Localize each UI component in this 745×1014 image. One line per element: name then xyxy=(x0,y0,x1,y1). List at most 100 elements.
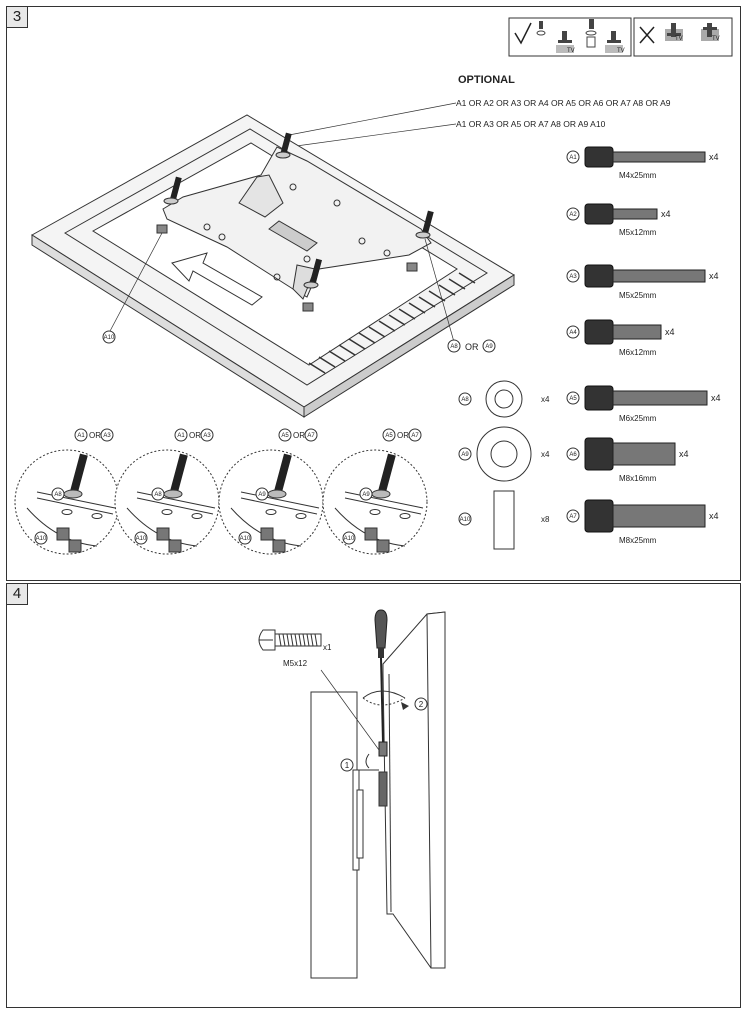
part-code-badge xyxy=(174,428,188,442)
marker-1: 1 xyxy=(345,761,350,770)
part-code: A5 xyxy=(385,433,393,439)
part-code-badge xyxy=(566,391,580,405)
part-code: A3 xyxy=(103,433,111,439)
bolt-size: M5x25mm xyxy=(619,291,657,300)
part-code: A1 xyxy=(77,433,85,439)
bolt-qty: x4 xyxy=(679,449,689,459)
detail-or: OR xyxy=(189,431,201,440)
plate-hole xyxy=(295,513,307,519)
part-code-badge xyxy=(151,487,165,501)
bolt-thread xyxy=(612,504,706,528)
bolt-size: M6x12mm xyxy=(619,348,657,357)
bolt-head xyxy=(584,264,614,288)
plate-edge xyxy=(36,491,116,515)
callout-a9: A9 xyxy=(485,344,493,350)
bolt-qty: x4 xyxy=(709,271,719,281)
detail-spacer xyxy=(56,527,70,541)
part-code: A3 xyxy=(569,274,577,280)
part-code: A6 xyxy=(569,452,577,458)
code-row-2: A1 OR A3 OR A5 OR A7 A8 OR A9 A10 xyxy=(456,119,606,129)
bolt-thread xyxy=(612,390,708,406)
bolt-thread xyxy=(612,324,662,340)
part-code-badge xyxy=(458,512,472,526)
step-number: 3 xyxy=(7,7,28,28)
part-code-badge xyxy=(566,269,580,283)
wall-bracket xyxy=(310,691,379,979)
screwdriver-icon xyxy=(320,609,409,769)
bolt-size: M6x25mm xyxy=(619,414,657,423)
detail-bolt xyxy=(274,453,292,493)
bolt-thread xyxy=(612,208,658,220)
tv-label: TV xyxy=(567,48,575,54)
part-code: A10 xyxy=(240,536,251,542)
screw-qty: x1 xyxy=(323,643,332,652)
tv-label: TV xyxy=(617,48,625,54)
bolt-head xyxy=(584,499,614,533)
part-code-badge xyxy=(34,531,48,545)
marker-2: 2 xyxy=(419,700,424,709)
detail-washer xyxy=(63,489,83,499)
bolt-qty: x4 xyxy=(661,209,671,219)
part-code: A1 xyxy=(569,155,577,161)
bolt-qty: x4 xyxy=(709,511,719,521)
detail-or: OR xyxy=(293,431,305,440)
part-code: A1 xyxy=(177,433,185,439)
callout-a8: A8 xyxy=(450,344,458,350)
part-code: A7 xyxy=(411,433,419,439)
plate-hole xyxy=(399,513,411,519)
part-code: A2 xyxy=(569,212,577,218)
detail-washer xyxy=(163,489,183,499)
part-code-badge xyxy=(255,487,269,501)
part-code-badge xyxy=(74,428,88,442)
step-4-panel: 4 x1 M5x12 xyxy=(6,583,741,1008)
part-code: A7 xyxy=(569,514,577,520)
part-code-badge xyxy=(566,509,580,523)
plate-hole xyxy=(265,509,277,515)
part-code: A5 xyxy=(281,433,289,439)
bolt-size: M8x25mm xyxy=(619,536,657,545)
part-code: A10 xyxy=(344,536,355,542)
step-3-illustration: TV TV TV TV OPTIONAL A1 OR A2 OR A3 OR A… xyxy=(14,17,733,555)
bolt-size: M5x12mm xyxy=(619,228,657,237)
step-3-panel: 3 TV TV TV TV OPTIONAL A1 OR A2 OR A3 OR… xyxy=(6,6,741,581)
detail-spacer xyxy=(364,527,378,541)
part-code: A5 xyxy=(569,396,577,402)
part-code-badge xyxy=(458,392,472,406)
detail-outline xyxy=(322,449,428,555)
part-code: A8 xyxy=(154,492,162,498)
detail-bolt xyxy=(170,453,188,493)
detail-spacer xyxy=(68,539,82,553)
plate-hole xyxy=(191,513,203,519)
plate-edge xyxy=(344,491,424,515)
spacer-tube xyxy=(493,490,515,550)
step-number: 4 xyxy=(7,584,28,605)
part-code-badge xyxy=(566,447,580,461)
part-code-badge xyxy=(382,428,396,442)
detail-bolt xyxy=(70,453,88,493)
bolt-thread xyxy=(612,269,706,283)
plate-hole xyxy=(369,509,381,515)
bolt-head xyxy=(584,203,614,225)
detail-or: OR xyxy=(397,431,409,440)
detail-washer xyxy=(267,489,287,499)
part-code: A10 xyxy=(460,517,471,523)
washer-qty: x4 xyxy=(541,395,550,404)
part-code-badge xyxy=(238,531,252,545)
part-code-badge xyxy=(458,447,472,461)
washer-hole xyxy=(494,389,514,409)
code-row-1: A1 OR A2 OR A3 OR A4 OR A5 OR A6 OR A7 A… xyxy=(456,98,671,108)
bolt-qty: x4 xyxy=(665,327,675,337)
plate-hole xyxy=(91,513,103,519)
detail-washer xyxy=(371,489,391,499)
part-code-badge xyxy=(408,428,422,442)
part-code-badge xyxy=(100,428,114,442)
